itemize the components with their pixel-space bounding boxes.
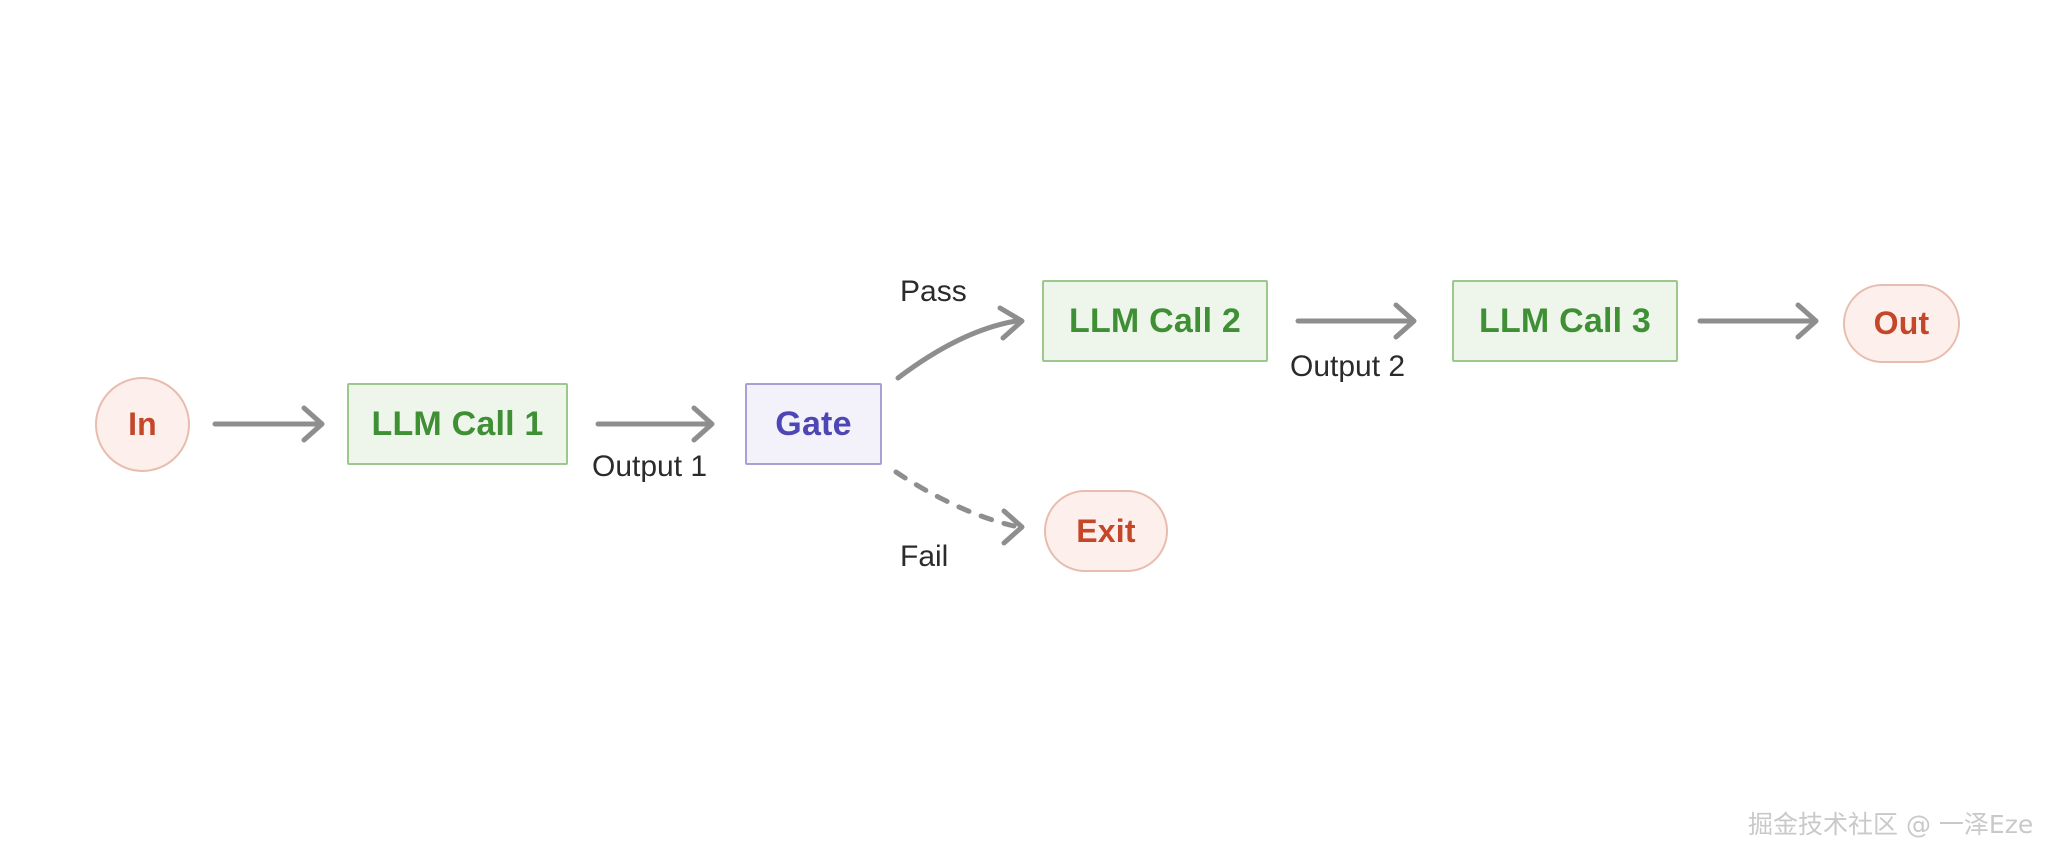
node-exit[interactable]: Exit [1044,490,1168,572]
edge-call2-to-call3 [1295,302,1417,340]
edge-label-output-1: Output 1 [592,450,708,483]
node-in-label: In [128,406,157,442]
node-in[interactable]: In [95,377,190,472]
edge-call1-to-gate [595,405,715,443]
watermark: 掘金技术社区 @ 一泽Eze [1748,810,2034,839]
edge-gate-to-call2-pass [895,305,1025,381]
node-llm-call-3-label: LLM Call 3 [1478,301,1652,340]
node-llm-call-2[interactable]: LLM Call 2 [1042,280,1268,362]
node-llm-call-3[interactable]: LLM Call 3 [1452,280,1678,362]
edge-gate-to-exit-fail [893,469,1025,546]
node-llm-call-2-label: LLM Call 2 [1068,301,1242,340]
edge-in-to-call1 [212,405,325,443]
node-out[interactable]: Out [1843,284,1960,363]
node-exit-label: Exit [1076,512,1136,549]
node-gate-label: Gate [775,404,852,443]
edge-label-output-2: Output 2 [1290,350,1406,383]
node-out-label: Out [1873,305,1930,341]
edge-label-fail: Fail [900,540,949,573]
node-llm-call-1-label: LLM Call 1 [371,404,544,443]
node-gate[interactable]: Gate [745,383,882,465]
node-llm-call-1[interactable]: LLM Call 1 [347,383,568,465]
edge-call3-to-out [1697,302,1819,340]
edge-label-pass: Pass [900,275,967,308]
